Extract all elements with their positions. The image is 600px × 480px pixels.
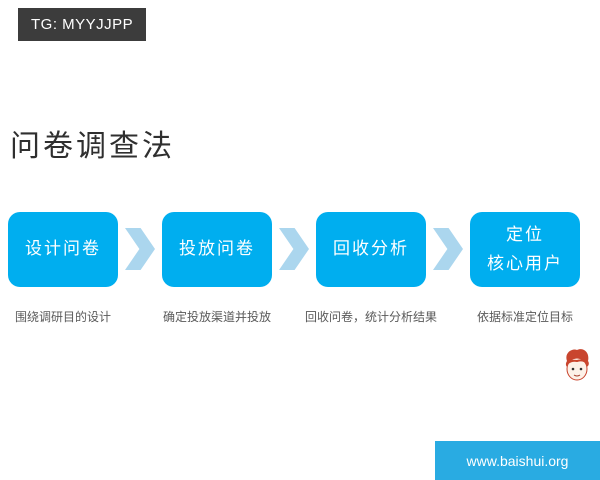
flow-step-analyze: 回收分析 回收问卷，统计分析结果 (305, 212, 437, 324)
flow-step-caption: 依据标准定位目标 (476, 310, 574, 324)
chevron-right-icon (433, 228, 463, 270)
flow-step-box: 回收分析 (316, 212, 426, 287)
tg-badge-label: TG: MYYJJPP (31, 16, 134, 33)
flow-step-label: 投放问卷 (179, 239, 255, 259)
flow-step-position: 定位 核心用户 依据标准定位目标 (470, 212, 580, 324)
flow-step-design: 设计问卷 围绕调研目的设计 (8, 212, 118, 324)
flow-step-caption: 围绕调研目的设计 (14, 310, 112, 324)
flow-step-box: 定位 核心用户 (470, 212, 580, 287)
footer-bar: www.baishui.org (435, 441, 600, 480)
flow-step-caption: 确定投放渠道并投放 (162, 310, 272, 324)
cartoon-avatar-stamp (565, 349, 589, 381)
footer-url: www.baishui.org (466, 452, 569, 469)
tg-badge: TG: MYYJJPP (18, 8, 147, 41)
process-flow: 设计问卷 围绕调研目的设计 投放问卷 确定投放渠道并投放 回收分析 回收问卷，统… (8, 212, 580, 324)
page-title: 问卷调查法 (10, 130, 175, 163)
chevron-right-icon (125, 228, 155, 270)
flow-step-label: 定位 核心用户 (487, 224, 563, 273)
flow-step-box: 投放问卷 (162, 212, 272, 287)
flow-step-box: 设计问卷 (8, 212, 118, 287)
flow-step-caption: 回收问卷，统计分析结果 (304, 310, 438, 324)
flow-step-label: 回收分析 (333, 239, 409, 259)
flow-step-label: 设计问卷 (25, 239, 101, 259)
flow-step-distribute: 投放问卷 确定投放渠道并投放 (162, 212, 272, 324)
chevron-right-icon (279, 228, 309, 270)
